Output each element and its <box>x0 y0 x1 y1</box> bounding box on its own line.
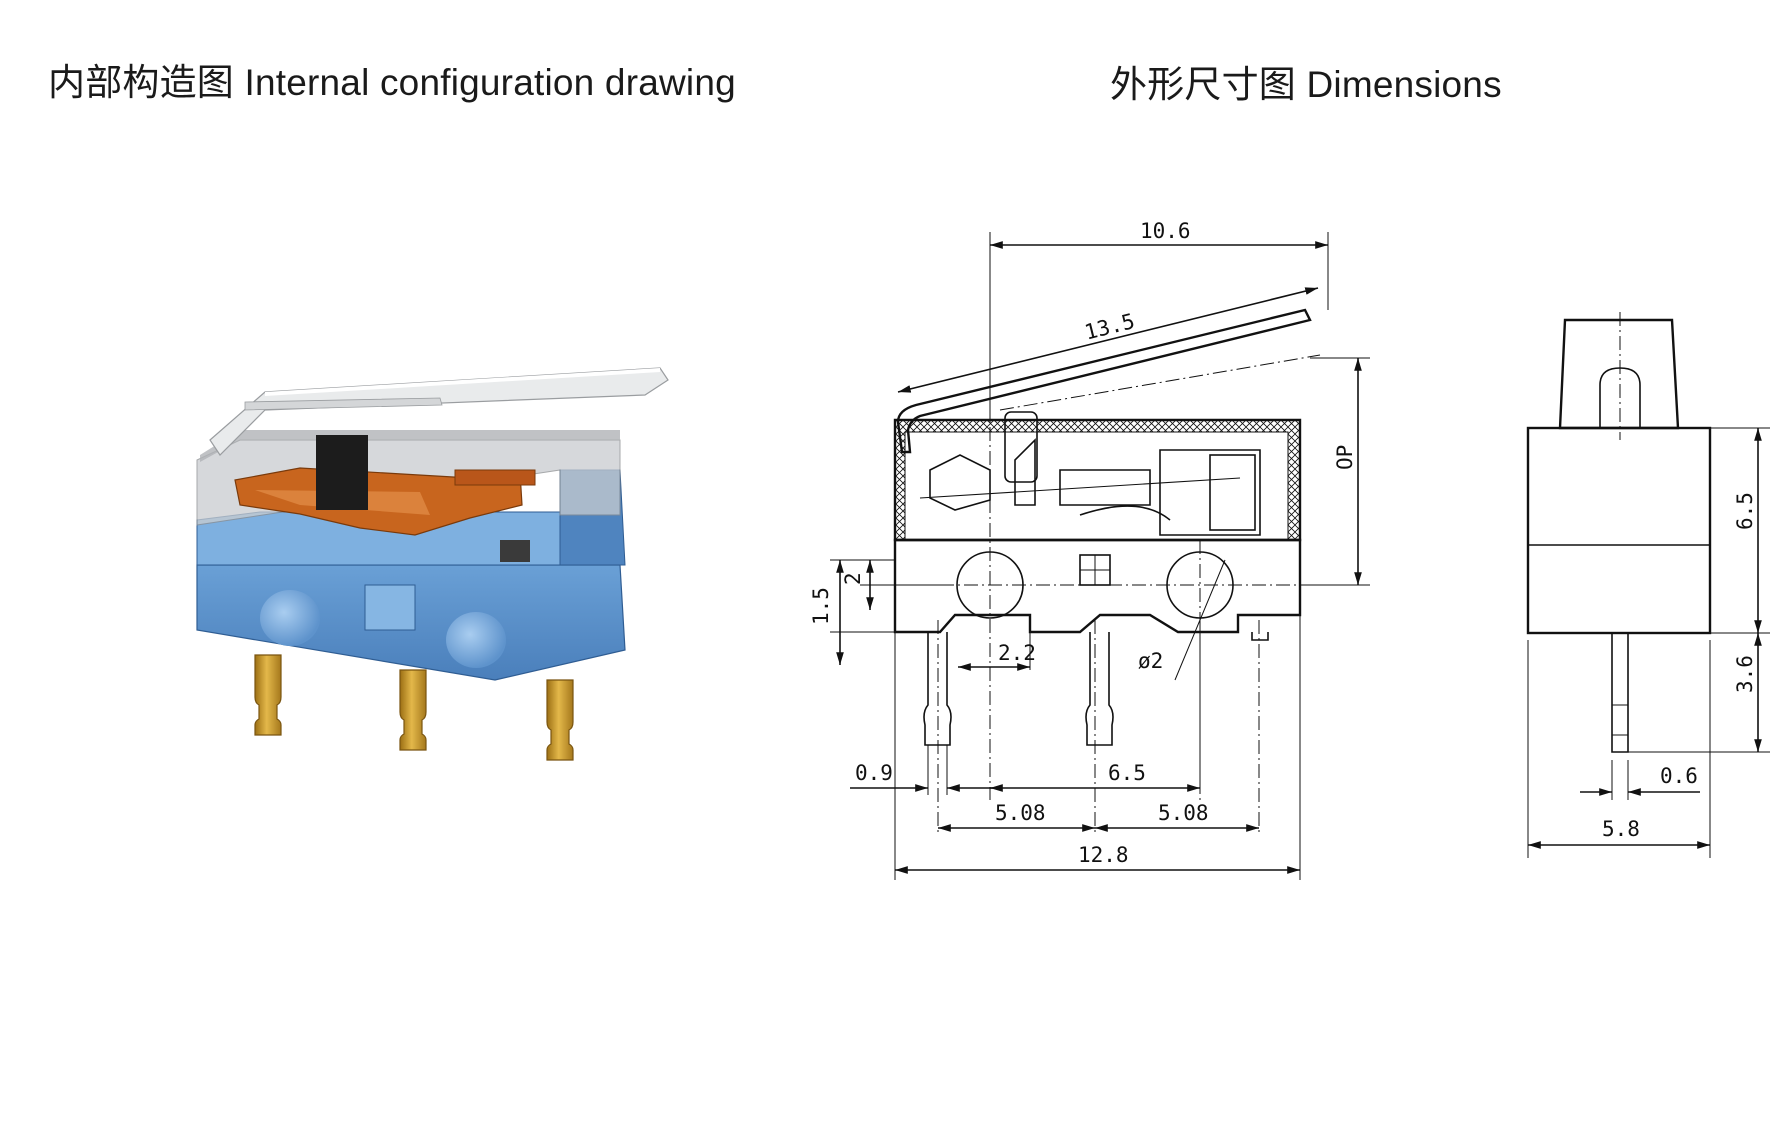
blue-base <box>196 469 626 681</box>
dim-pitch-5-08-a: 5.08 <box>995 801 1046 825</box>
dim-side-0-6: 0.6 <box>1660 764 1698 788</box>
dim-op: OP <box>1333 445 1357 470</box>
dim-total-12-8: 12.8 <box>1078 843 1129 867</box>
internal-configuration-illustration <box>196 367 669 761</box>
terminal-pins <box>254 654 574 761</box>
dimensions-title: 外形尺寸图 Dimensions <box>1110 64 1502 105</box>
dim-pitch-6-5: 6.5 <box>1108 761 1146 785</box>
side-view-drawing: 6.5 3.6 0.6 5.8 <box>1526 312 1770 858</box>
front-view-drawing: 10.6 13.5 OP 2 1.5 2.2 ø2 0.9 6.5 5.08 5… <box>809 219 1370 880</box>
internal-drawing-title: 内部构造图 Internal configuration drawing <box>48 62 736 103</box>
mounting-hole-right <box>446 612 506 668</box>
dim-length-10-6: 10.6 <box>1140 219 1191 243</box>
dim-pin-0-9: 0.9 <box>855 761 893 785</box>
dim-pitch-5-08-b: 5.08 <box>1158 801 1209 825</box>
plunger <box>316 435 368 510</box>
dim-height-2: 2 <box>841 572 865 585</box>
dim-height-1-5: 1.5 <box>809 587 833 625</box>
actuator-lever <box>209 367 669 456</box>
dim-side-3-6: 3.6 <box>1733 655 1757 693</box>
dim-hole-2-2: 2.2 <box>998 641 1036 665</box>
mounting-hole-left <box>260 590 320 646</box>
dim-side-6-5: 6.5 <box>1733 492 1757 530</box>
dim-side-5-8: 5.8 <box>1602 817 1640 841</box>
dim-hole-diameter: ø2 <box>1138 649 1163 673</box>
